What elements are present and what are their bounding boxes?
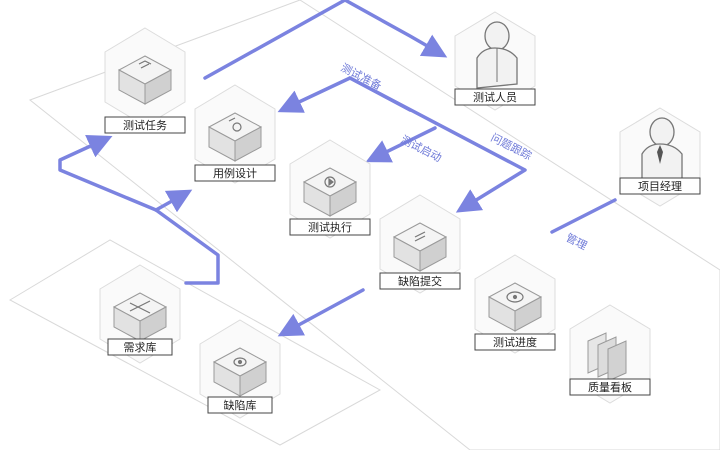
progress-gauge-icon bbox=[506, 291, 524, 303]
bug-icon bbox=[233, 357, 247, 367]
node-quality-board[interactable]: 质量看板 bbox=[569, 304, 651, 404]
node-label-test-exec: 测试执行 bbox=[308, 220, 352, 234]
edge-label-manage: 管理 bbox=[564, 230, 590, 252]
submit-icon bbox=[414, 231, 426, 242]
node-project-manager[interactable]: 项目经理 bbox=[619, 107, 701, 207]
grid-icon bbox=[129, 300, 151, 314]
node-test-task[interactable]: 测试任务 bbox=[104, 27, 186, 134]
pen-icon bbox=[228, 117, 242, 132]
manager-icon bbox=[641, 117, 683, 185]
node-defect-submit[interactable]: 缺陷提交 bbox=[379, 194, 461, 294]
play-icon bbox=[324, 176, 336, 188]
node-label-defect-lib: 缺陷库 bbox=[224, 398, 257, 412]
edge-start bbox=[365, 126, 437, 163]
edge-prep bbox=[277, 76, 412, 113]
edge-defect-to-lib bbox=[277, 288, 365, 337]
edge-label-test-start: 测试启动 bbox=[399, 133, 444, 165]
node-testers[interactable]: 测试人员 bbox=[454, 11, 536, 111]
node-label-test-progress: 测试进度 bbox=[493, 335, 537, 349]
bottom-platform bbox=[8, 239, 382, 446]
edge-req-to-case bbox=[154, 189, 193, 213]
node-case-design[interactable]: 用例设计 bbox=[194, 84, 276, 184]
node-label-testers: 测试人员 bbox=[473, 91, 517, 104]
edges bbox=[58, 0, 617, 337]
edge-req-to-task bbox=[58, 135, 220, 285]
node-requirements[interactable]: 需求库 bbox=[99, 264, 181, 364]
edge-label-test-prep: 测试准备 bbox=[339, 60, 385, 92]
node-label-project-manager: 项目经理 bbox=[638, 180, 682, 193]
document-icon bbox=[138, 60, 152, 69]
person-icon bbox=[476, 21, 518, 89]
node-defect-lib[interactable]: 缺陷库 bbox=[199, 319, 281, 419]
board-stack-icon bbox=[587, 332, 627, 382]
node-test-exec[interactable]: 测试执行 bbox=[289, 139, 371, 239]
node-label-defect-submit: 缺陷提交 bbox=[398, 274, 442, 288]
node-label-case-design: 用例设计 bbox=[213, 166, 257, 180]
node-label-quality-board: 质量看板 bbox=[588, 380, 632, 394]
edge-track bbox=[348, 76, 527, 213]
node-test-progress[interactable]: 测试进度 bbox=[474, 254, 556, 354]
node-label-test-task: 测试任务 bbox=[123, 119, 167, 132]
edge-task-to-testers bbox=[203, 0, 448, 80]
edge-manage bbox=[550, 198, 617, 234]
node-label-requirements: 需求库 bbox=[124, 341, 157, 354]
